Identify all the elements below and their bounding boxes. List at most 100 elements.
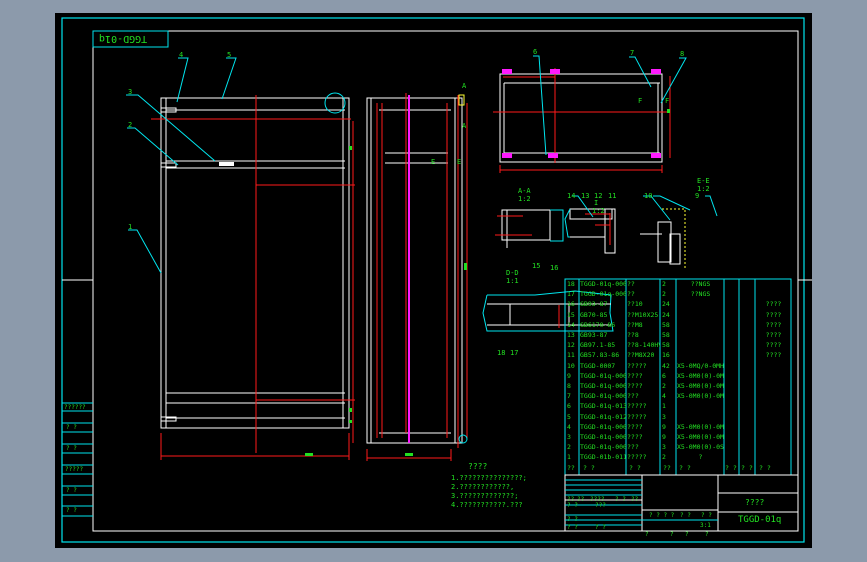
balloon-17: 17 [510,349,519,357]
bom-cell-qty: 24 [662,310,670,319]
section-dd-label: D-D [506,269,519,277]
left-stamp-cell: ? ? [66,507,77,514]
title-block-cell: ? ? [615,496,626,503]
bom-cell-qty: 58 [662,341,670,350]
bom-cell-qty: 24 [662,300,670,309]
bom-cell-qty: 58 [662,320,670,329]
bom-cell-qty: 2 [662,280,666,288]
bom-cell-code: TGGD-01q-012 [580,412,626,421]
section-marker-f-left: F [638,97,643,105]
bom-cell-no: 11 [567,351,575,360]
title-block-cell: ? ? ? ? [649,512,675,519]
bom-cell-note: ???? [765,341,782,350]
bom-cell-note: ???? [765,351,782,360]
balloon-4: 4 [179,51,184,59]
bom-cell-code: TGGD-0007 [580,361,616,370]
bom-cell-mat: X5-0MQ/0-0MH [677,361,724,370]
bom-cell-name: ??M8X20 [627,351,655,360]
balloon-7: 7 [630,49,635,57]
bom-cell-qty: 1 [662,402,666,411]
title-block-cell: ? [645,531,649,538]
left-stamp-cell: ? ? [66,424,77,431]
bom-cell-qty: 4 [662,392,666,401]
balloon-5: 5 [227,51,232,59]
bom-cell-name: ????? [627,412,647,421]
bom-cell-no: 14 [567,320,575,329]
bom-cell-qty: 9 [662,433,666,441]
left-stamp-cell: ? ? [66,445,77,452]
bom-cell-mat: X5-0M0(0)-0M [677,382,724,390]
title-block-cell: ? [670,531,674,538]
bom-cell-name: ??? [627,443,639,452]
bom-cell-no: 10 [567,361,575,370]
bom-cell-name: ???? [627,433,643,441]
bom-cell-mat: X5-0M0(0)-0M [677,422,724,431]
bom-row: 8 TGGD-01q-0005???? 2 X5-0M0(0)-0M [565,381,791,391]
balloon-14: 14 [567,192,576,200]
balloon-15: 15 [532,262,541,270]
left-stamp-cell: ? ? [66,487,77,494]
bom-cell-mat: X5-0M0(0)-0M [677,392,724,401]
balloon-3: 3 [128,88,133,96]
bom-cell-code: GB93-87 [580,300,608,309]
note-line-4: 4.???????????.??? [451,501,523,509]
bom-header-mat: ? ? [679,464,691,472]
bom-cell-name: ??? [627,392,639,401]
bom-cell-note: ???? [765,300,782,309]
bom-cell-mat: X5-0M0(0)-0SM [677,443,724,452]
bom-cell-mat: X5-0M0(0)-0M [677,433,724,441]
bom-cell-qty: 3 [662,412,666,421]
bom-cell-qty: 42 [662,361,670,370]
bom-cell-code: GB6170-86 [580,320,616,329]
bom-cell-code: TGGD-01b-011 [580,453,626,462]
bom-cell-code: GB97.1-85 [580,341,616,350]
notes-title: ???? [468,462,488,471]
balloon-8: 8 [680,50,685,58]
bom-cell-qty: 2 [662,453,666,462]
bom-cell-code: TGGD-01q-0006 [580,371,626,380]
bom-cell-name: ????? [627,361,647,370]
bom-cell-no: 2 [567,443,571,452]
balloon-18: 18 [497,349,506,357]
bom-cell-no: 18 [567,280,575,288]
note-line-2: 2.????????????, [451,483,515,491]
title-block-cell: ? ? [595,524,606,531]
bom-header-note: ? ? [759,464,771,472]
bom-cell-name: ????? [627,453,647,462]
balloon-16: 16 [550,264,559,272]
title-block-cell: ? ? [567,524,578,531]
section-ee-scale: 1:2 [697,185,710,193]
bom-header-w2: ? ? [741,464,753,472]
bom-cell-name: ?? [627,280,635,288]
bom-cell-code: TGGD-01q-0003 [580,422,626,431]
bom-cell-note: ???? [765,331,782,339]
bom-cell-no: 8 [567,382,571,390]
bom-cell-no: 9 [567,371,571,380]
bom-cell-qty: 2 [662,382,666,390]
bom-cell-name: ??M10X25 [627,310,659,319]
bom-cell-name: ???? [627,382,643,390]
title-block-cell: ? [705,531,709,538]
bom-cell-no: 1 [567,453,571,462]
bom-cell-no: 12 [567,341,575,350]
bom-cell-no: 7 [567,392,571,401]
section-dd-scale: 1:1 [506,277,519,285]
title-block-cell: ??? [595,502,606,509]
balloon-1: 1 [128,223,133,231]
balloon-13: 13 [581,192,590,200]
section-marker-e-right: E [457,158,462,166]
bom-cell-no: 13 [567,331,575,339]
bom-cell-no: 16 [567,300,575,309]
bom-cell-name: ??8-140HV [627,341,660,350]
bom-cell-code: TGGD-01q-0005 [580,382,626,390]
section-marker-a-top: A [462,82,467,90]
bom-cell-mat: ? [698,453,703,462]
bom-cell-name: ????? [627,402,647,411]
